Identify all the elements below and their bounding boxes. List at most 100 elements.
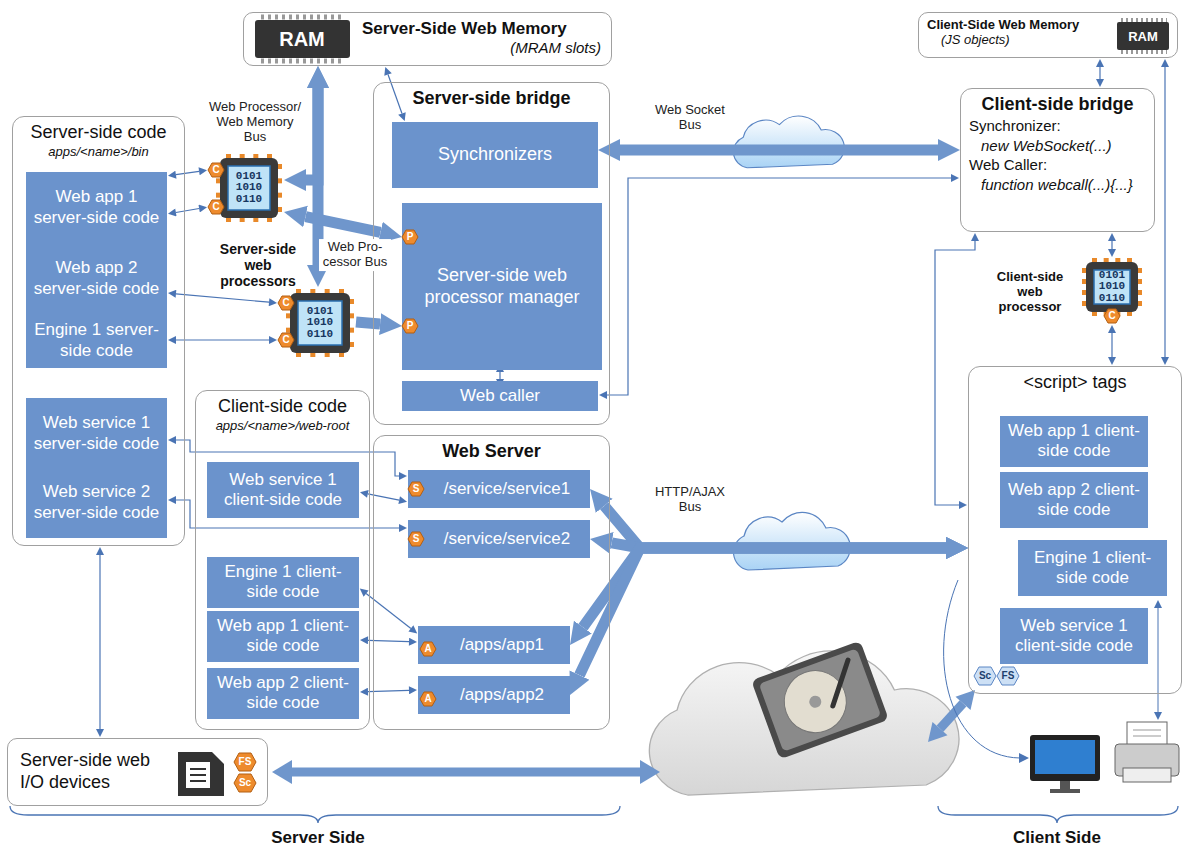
chip-shape [325,289,330,293]
container-title: Client-side bridge [969,93,1146,116]
chip-shape [310,353,315,357]
container-box: Client-side bridgeSynchronizer:new WebSo… [960,88,1155,232]
monitor-icon [1030,735,1100,793]
connector [935,241,975,505]
port-letter: S [413,484,420,494]
chip-binary: 0101 1010 0110 [234,171,264,206]
port-hexagon [278,333,294,347]
box-text: Web app 1 client-side code [213,616,353,657]
code-box: Server-side web processor manager [402,203,602,370]
connector [356,322,380,324]
port-hexagon [402,319,418,333]
memory-note: (JS objects) [927,32,1113,47]
ram-icon [1121,18,1167,22]
printer-icon [1127,722,1167,746]
chip-shape [228,166,270,210]
port-letter: C [1108,311,1115,321]
sd-card-icon [186,762,210,788]
code-box: Web app 2 client-side code [207,668,359,719]
sd-card-icon [190,768,206,770]
connector [99,555,100,729]
storage-bus [272,760,292,784]
chip-shape [286,313,290,318]
port-letter: S [413,534,420,544]
processor-label: Client-side web processor [985,270,1075,315]
port-letter: FS [1002,671,1015,681]
chip-shape [296,289,301,293]
box-text: Web caller [460,386,540,406]
chip-shape [325,353,330,357]
hard-disk [820,660,861,706]
chip-shape [286,328,290,333]
chip-shape [253,218,258,222]
box-text: Web service 2 server-side code [32,482,161,523]
side-bracket [10,806,1178,823]
box-text: Server-side web processor manager [408,265,596,308]
arrow-head [1154,600,1162,608]
chip-shape [1127,312,1132,316]
chip-shape [1138,279,1142,284]
sd-card-icon [190,780,206,782]
printer-icon [1123,768,1171,782]
connector [1099,67,1100,79]
code-box: Web app 1 client-side code [1000,416,1148,467]
box-text: Web service 1 server-side code [32,413,161,454]
port-hexagon [974,667,1019,685]
connector [176,294,269,302]
connector [1111,333,1112,357]
chip-shape [1127,258,1132,262]
box-text: /service/service1 [444,479,571,499]
chip-shape [1115,258,1120,262]
code-box: Web app 2 client-side code [1000,472,1148,528]
hard-disk [808,694,823,709]
code-box: Web service 1 server-side code [26,398,167,469]
connector [176,339,269,340]
box-text: Web service 1 client-side code [1006,616,1142,657]
chip-shape [1086,262,1138,312]
port-hexagon [278,296,294,310]
path-subtitle: apps/<name>/web-root [204,418,361,433]
code-box: Engine 1 client-side code [1018,540,1167,596]
code-box: Web service 1 client-side code [207,462,359,518]
bus-label: Web Pro- cessor Bus [319,239,391,271]
port-letter: C [282,298,289,308]
chip-shape [278,193,282,198]
box-text: /apps/app1 [460,635,544,655]
printer-icon [1115,722,1179,782]
connector [1164,67,1165,357]
container-title: <script> tags [977,371,1173,394]
arrow-head [1154,712,1162,720]
code-snippet: new WebSocket(...) [969,136,1146,156]
chip-shape [1138,301,1142,306]
storage-bus [956,690,976,710]
chip-shape [1082,268,1086,273]
box-text: Web app 1 client-side code [1006,421,1142,462]
storage-bus [640,760,660,784]
network-cloud [734,512,851,570]
port-hexagon [234,753,256,771]
device-wire [944,580,1020,758]
code-box: Engine 1 server-side code [26,313,167,368]
io-device-box: Server-side web I/O devices [7,738,268,806]
arrow-head [1019,753,1029,763]
connector [499,372,500,379]
chip-label: RAM [279,29,325,49]
ram-icon [1117,20,1169,52]
ram-icon [255,20,350,58]
port-hexagon [408,532,424,546]
box-text: /service/service2 [444,529,571,549]
port-letter: A [424,694,431,704]
port-hexagon [1104,309,1120,323]
box-text: /apps/app2 [460,685,544,705]
chip-shape [296,353,301,357]
printer-icon [1133,730,1161,731]
side-label: Server Side [271,828,365,848]
code-box: Web app 1 server-side code [26,172,167,243]
bus-label: HTTP/AJAX Bus [651,484,729,516]
port-letter: FS [239,757,252,767]
chip-shape [350,342,354,347]
code-box: /apps/app1 [418,626,570,664]
monitor-icon [1060,781,1070,789]
